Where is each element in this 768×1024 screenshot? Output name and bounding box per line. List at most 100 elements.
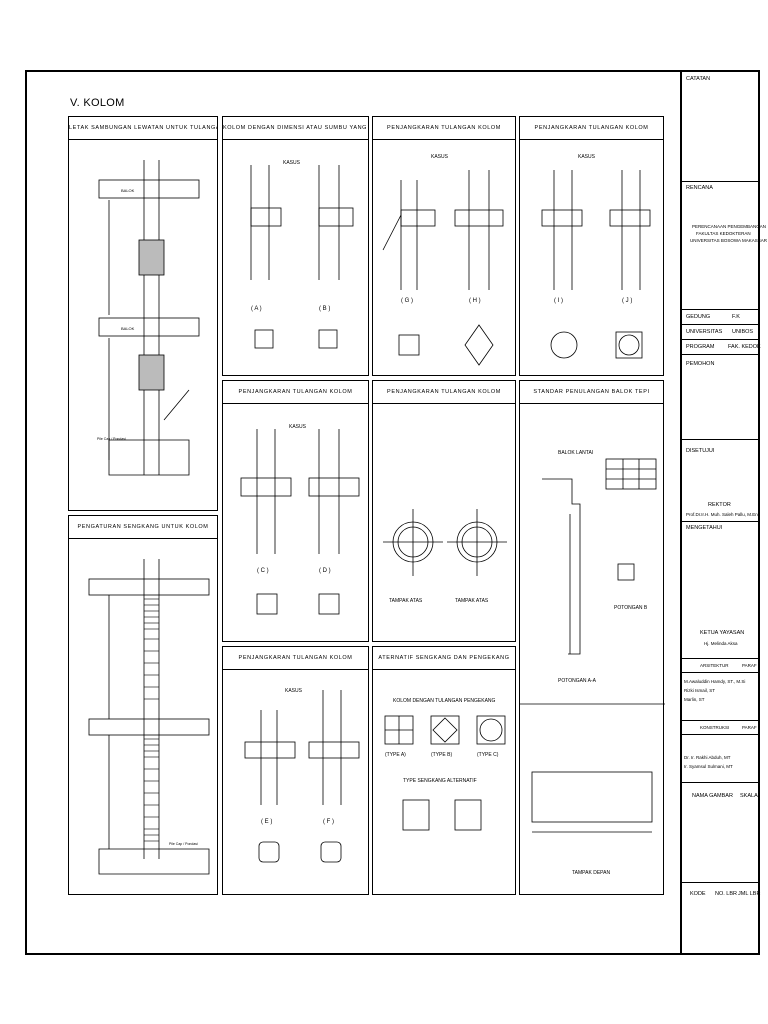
tb-mengetahui-row: MENGETAHUI KETUA YAYASAN Hj. Melinda Aks…: [682, 522, 760, 659]
type-sengkang-label: TYPE SENGKANG ALTERNATIF: [403, 778, 477, 784]
type-a-label: (TYPE A): [385, 752, 406, 758]
kolom-pengekang-label: KOLOM DENGAN TULANGAN PENGEKANG: [393, 698, 496, 704]
alternative-stirrup-drawing: KOLOM DENGAN TULANGAN PENGEKANG (TYPE A)…: [384, 698, 506, 831]
case-c-label: ( C ): [257, 568, 269, 574]
column-dimension-drawing: KASUS ( A ) ( B ): [250, 160, 354, 349]
kasus-label: KASUS: [431, 154, 449, 160]
tb-arsitek-3: Marlin, ST: [684, 697, 705, 702]
tb-project-1: PERENCANAAN PENGEMBANGAN: [692, 224, 767, 229]
tb-ketua-name: Hj. Melinda Aksa: [704, 641, 738, 646]
panel-title: PENJANGKARAN TULANGAN KOLOM: [223, 381, 368, 404]
tb-kode: KODE: [690, 891, 706, 897]
panel-penjangkaran-cd: PENJANGKARAN TULANGAN KOLOM KASUS ( C ) …: [222, 380, 369, 642]
panel-alternatif-sengkang: ATERNATIF SENGKANG DAN PENGEKANG KOLOM D…: [372, 646, 516, 895]
tb-rencana: RENCANA: [686, 185, 713, 191]
case-i-label: ( I ): [554, 298, 563, 304]
anchorage-ij-drawing: KASUS ( I ) ( J ): [541, 154, 651, 359]
tb-disetujui: DISETUJUI: [686, 448, 715, 454]
panel-title: LETAK SAMBUNGAN LEWATAN UNTUK TULANGAN K…: [69, 117, 217, 140]
case-e-label: ( E ): [261, 819, 272, 825]
potongan-aa-label: POTONGAN A-A: [558, 678, 597, 684]
anchorage-ef-drawing: KASUS ( E ) ( F ): [244, 688, 360, 863]
tb-universitas-row: UNIVERSITAS UNIBOS: [682, 325, 760, 340]
tampak-atas-label-1: TAMPAK ATAS: [389, 598, 423, 604]
panel-penjangkaran-ij: PENJANGKARAN TULANGAN KOLOM KASUS ( I ) …: [519, 116, 664, 376]
tb-konstruksi-header: KONSTRUKSI PARAF: [682, 721, 760, 735]
title-block: CATATAN RENCANA PERENCANAAN PENGEMBANGAN…: [680, 70, 767, 955]
panel-penjangkaran-tampak-atas: PENJANGKARAN TULANGAN KOLOM TAMPAK ATAS …: [372, 380, 516, 642]
tb-no-lbr: NO. LBR: [715, 891, 738, 897]
tb-catatan-row: CATATAN: [682, 70, 760, 182]
tb-rektor: REKTOR: [708, 502, 731, 508]
pile-cap-label: Pile Cap / Pondasi: [97, 437, 126, 441]
tb-catatan: CATATAN: [686, 76, 711, 82]
panel-title: PENGATURAN SENGKANG UNTUK KOLOM: [69, 516, 217, 539]
tb-arsitek-2: Rizki Ismail, ST: [684, 688, 716, 693]
drawing-sheet-border: [25, 70, 760, 955]
tb-gedung-value: F.K: [732, 314, 740, 320]
panel-dimensi-berbeda: KOLOM DENGAN DIMENSI ATAU SUMBU YANG BER…: [222, 116, 369, 376]
tb-gedung-label: GEDUNG: [686, 314, 711, 320]
kasus-label: KASUS: [578, 154, 596, 160]
splice-location-drawing: BALOK BALOK Pile Cap / Pondasi: [97, 160, 200, 476]
tb-konstruksi-2: Ir. Syamsul Sulmani, MT: [684, 764, 733, 769]
potongan-b-label: POTONGAN B: [614, 605, 648, 611]
tb-project-2: FAKULTAS KEDOKTERAN: [696, 231, 751, 236]
panel-penjangkaran-gh: PENJANGKARAN TULANGAN KOLOM KASUS ( G ) …: [372, 116, 516, 376]
kasus-label: KASUS: [289, 424, 307, 430]
anchorage-plan-drawing: TAMPAK ATAS TAMPAK ATAS: [383, 509, 507, 604]
tb-pemohon: PEMOHON: [686, 361, 715, 367]
panel-balok-tepi: STANDAR PENULANGAN BALOK TEPI BALOK LANT…: [519, 380, 665, 895]
panel-title: STANDAR PENULANGAN BALOK TEPI: [520, 381, 663, 404]
tb-program-label: PROGRAM: [686, 344, 715, 350]
stirrup-arrangement-drawing: Pile Cap / Pondasi: [88, 559, 210, 875]
tb-skala: SKALA: [740, 793, 758, 799]
panel-title: PENJANGKARAN TULANGAN KOLOM: [223, 647, 368, 670]
panel-title: PENJANGKARAN TULANGAN KOLOM: [373, 117, 515, 140]
case-d-label: ( D ): [319, 568, 331, 574]
tb-project-3: UNIVERSITAS BOSOWA MAKASSAR: [690, 238, 768, 243]
tb-rektor-name: Prof.Dr.Ir.H. Muh. Saleh Pallu, M.Eng: [686, 512, 761, 517]
tb-ketua: KETUA YAYASAN: [700, 630, 745, 636]
tb-kode-row: KODE NO. LBR JML LBR: [682, 883, 760, 953]
edge-beam-drawing: BALOK LANTAI POTONGAN B POTONGAN A-A TAM…: [520, 450, 665, 876]
tb-program-value: FAK. KEDOK: [728, 344, 761, 350]
tb-arsitek-1: M.Awaluddin Hamdy, ST., M.Si: [684, 679, 746, 684]
tb-konstruksi-1: Dr. Ir. Rakhi Abduh, MT: [684, 755, 731, 760]
panel-letak-sambungan: LETAK SAMBUNGAN LEWATAN UNTUK TULANGAN K…: [68, 116, 218, 511]
kasus-label: KASUS: [285, 688, 303, 694]
tb-konstruksi: KONSTRUKSI: [700, 725, 730, 730]
beam-label-2: BALOK: [121, 326, 135, 331]
case-f-label: ( F ): [323, 819, 334, 825]
tb-arsitektur: ARSITEKTUR: [700, 663, 729, 668]
tb-rencana-row: RENCANA PERENCANAAN PENGEMBANGAN FAKULTA…: [682, 182, 767, 310]
tb-mengetahui: MENGETAHUI: [686, 525, 723, 531]
sheet-title: V. KOLOM: [70, 97, 125, 109]
tampak-atas-label-2: TAMPAK ATAS: [455, 598, 489, 604]
case-a-label: ( A ): [251, 306, 262, 312]
panel-title: PENJANGKARAN TULANGAN KOLOM: [373, 381, 515, 404]
case-j-label: ( J ): [622, 298, 632, 304]
panel-title: PENJANGKARAN TULANGAN KOLOM: [520, 117, 663, 140]
tb-pemohon-row: PEMOHON: [682, 355, 760, 440]
anchorage-cd-drawing: KASUS ( C ) ( D ): [240, 424, 360, 615]
panel-pengaturan-sengkang: PENGATURAN SENGKANG UNTUK KOLOM Pile Cap…: [68, 515, 218, 895]
tb-universitas-value: UNIBOS: [732, 329, 754, 335]
balok-lantai-label: BALOK LANTAI: [558, 450, 593, 456]
panel-title: ATERNATIF SENGKANG DAN PENGEKANG: [373, 647, 515, 670]
tb-jml-lbr: JML LBR: [738, 891, 761, 897]
tb-konstruksi-names: Dr. Ir. Rakhi Abduh, MT Ir. Syamsul Sulm…: [682, 735, 760, 783]
tb-disetujui-row: DISETUJUI REKTOR Prof.Dr.Ir.H. Muh. Sale…: [682, 440, 760, 522]
anchorage-gh-drawing: KASUS ( G ) ( H ): [382, 154, 504, 366]
panel-title: KOLOM DENGAN DIMENSI ATAU SUMBU YANG BER…: [223, 117, 368, 140]
tb-nama-gambar-row: NAMA GAMBAR SKALA: [682, 783, 760, 883]
tb-gedung-row: GEDUNG F.K: [682, 310, 760, 325]
kasus-label: KASUS: [283, 160, 301, 166]
tb-arsitek-names: M.Awaluddin Hamdy, ST., M.Si Rizki Ismai…: [682, 673, 760, 721]
beam-label-1: BALOK: [121, 188, 135, 193]
case-h-label: ( H ): [469, 298, 481, 304]
pile-cap-label: Pile Cap / Pondasi: [169, 842, 198, 846]
tampak-depan-label: TAMPAK DEPAN: [572, 870, 610, 876]
tb-program-row: PROGRAM FAK. KEDOK: [682, 340, 761, 355]
tb-paraf-1: PARAF: [742, 663, 757, 668]
